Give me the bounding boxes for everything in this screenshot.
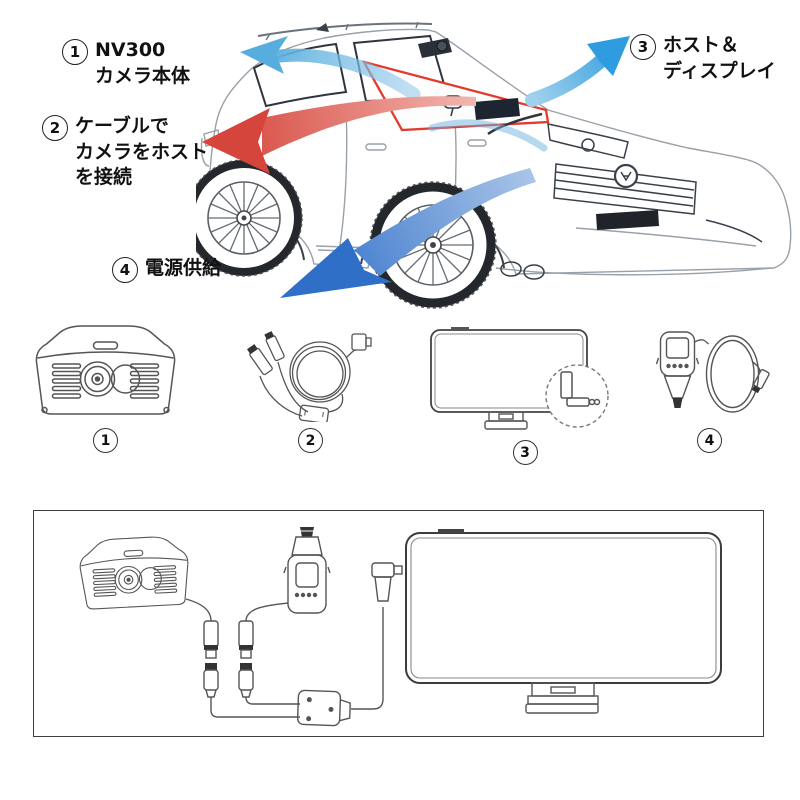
antenna-fin bbox=[316, 23, 329, 32]
rear-wheel bbox=[196, 159, 303, 277]
callout-text: 電源供給 bbox=[145, 256, 221, 283]
product-display: 3 bbox=[425, 322, 625, 465]
cable-connector-1 bbox=[247, 344, 273, 376]
charger-wire bbox=[245, 602, 289, 622]
connector1-out-wire bbox=[210, 697, 300, 718]
roof-rails bbox=[257, 21, 433, 41]
callout-line: NV300 bbox=[95, 39, 166, 61]
license-plate bbox=[596, 210, 659, 230]
diagram-car-charger bbox=[283, 527, 331, 614]
camera-wire bbox=[185, 598, 212, 622]
cable-l-plug bbox=[345, 333, 372, 359]
product-power-adapter: 4 bbox=[642, 322, 777, 453]
product-camera-unit: 1 bbox=[28, 322, 183, 453]
connection-diagram-box bbox=[33, 510, 764, 737]
cable-connector-2 bbox=[264, 331, 285, 362]
junction-output-wire bbox=[351, 607, 384, 710]
arrow-red-cable bbox=[202, 96, 476, 174]
callout-number: 3 bbox=[630, 34, 656, 60]
camera-unit-icon bbox=[35, 325, 176, 415]
display-connector-inset bbox=[545, 364, 609, 428]
callout-number: 1 bbox=[62, 39, 88, 65]
callout-text: ケーブルで カメラをホスト を接続 bbox=[75, 114, 208, 191]
arrow-roof-blue bbox=[240, 36, 421, 101]
front-end bbox=[500, 123, 763, 280]
callout-number: 2 bbox=[42, 115, 68, 141]
connector2-out-wire bbox=[245, 696, 300, 705]
connector-pair-1 bbox=[203, 620, 219, 698]
arrow-power-blue-dark bbox=[280, 168, 536, 298]
connection-diagram bbox=[79, 527, 722, 727]
arrow-windshield-swoosh bbox=[428, 119, 548, 152]
callout-line: ホスト＆ bbox=[663, 34, 740, 56]
car-charger-icon bbox=[655, 331, 770, 413]
callout-line: を接続 bbox=[75, 166, 133, 189]
car-illustration bbox=[196, 21, 792, 309]
display-monitor-icon bbox=[430, 327, 609, 430]
callout-line: ディスプレイ bbox=[663, 59, 776, 82]
product-number: 1 bbox=[93, 428, 118, 453]
product-number: 2 bbox=[298, 428, 323, 453]
camera-grille-right bbox=[129, 363, 160, 399]
callout-camera-unit: 1 NV300 カメラ本体 bbox=[62, 38, 190, 89]
callout-line: カメラをホスト bbox=[75, 140, 209, 163]
wiper bbox=[487, 112, 543, 136]
diagram-display bbox=[405, 529, 722, 714]
arrow-front-blue bbox=[525, 36, 630, 107]
connector-pair-2 bbox=[238, 620, 254, 698]
windshield-display-unit bbox=[474, 98, 520, 120]
product-cable: 2 bbox=[238, 322, 383, 453]
callout-number: 4 bbox=[112, 257, 138, 283]
cable-junction bbox=[298, 404, 330, 422]
callout-text: ホスト＆ ディスプレイ bbox=[663, 33, 776, 84]
junction-box bbox=[296, 689, 351, 727]
callout-line: ケーブルで bbox=[75, 115, 169, 137]
callout-line: 電源供給 bbox=[145, 257, 222, 279]
diagram-camera-unit bbox=[79, 536, 189, 610]
cable-coil-icon bbox=[247, 331, 372, 422]
callout-host-display: 3 ホスト＆ ディスプレイ bbox=[630, 33, 776, 84]
roof-camera-unit bbox=[418, 38, 452, 58]
callout-cable: 2 ケーブルで カメラをホスト を接続 bbox=[42, 114, 208, 191]
callout-power-supply: 4 電源供給 bbox=[112, 256, 221, 283]
display-l-plug bbox=[371, 562, 403, 602]
camera-grille-left bbox=[51, 363, 82, 399]
callout-text: NV300 カメラ本体 bbox=[95, 38, 190, 89]
adapter-end-connector bbox=[751, 369, 770, 394]
callout-line: カメラ本体 bbox=[95, 64, 191, 87]
product-number: 4 bbox=[697, 428, 722, 453]
product-number: 3 bbox=[512, 440, 538, 465]
